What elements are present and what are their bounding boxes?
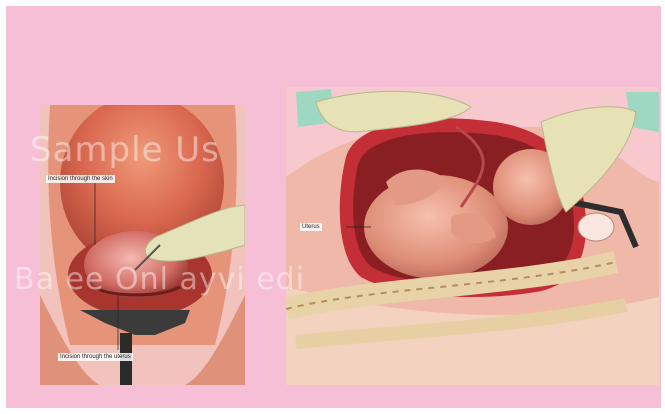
sagittal-section-drawing bbox=[286, 87, 659, 385]
label-uterus-incision: Incision through the uterus bbox=[58, 353, 133, 361]
frontal-abdomen-drawing bbox=[40, 105, 245, 385]
frontal-abdomen-illustration: Incision through the skin Incision throu… bbox=[40, 105, 245, 385]
label-skin-incision: Incision through the skin bbox=[46, 175, 115, 183]
sagittal-section-illustration: Uterus bbox=[286, 87, 659, 385]
label-uterus: Uterus bbox=[300, 223, 322, 231]
bladder bbox=[578, 213, 614, 241]
